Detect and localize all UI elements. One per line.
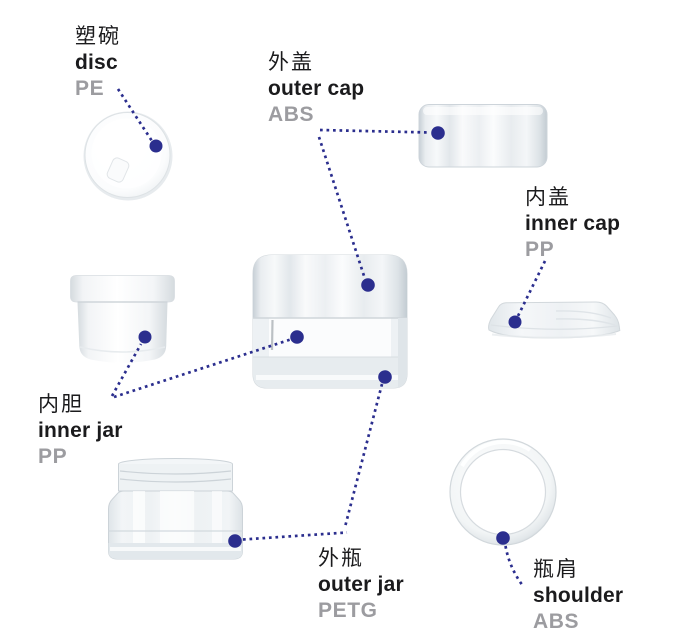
marker-dot-inner-jar-part [138, 330, 152, 344]
label-outer-jar-en: outer jar [318, 573, 404, 596]
connector-outer-jar-part [242, 531, 348, 541]
marker-dot-outer-cap-part [431, 126, 445, 140]
label-inner-jar-zh: 内胆 [38, 393, 84, 416]
label-outer-cap: 外盖 outer cap ABS [268, 50, 364, 128]
marker-dot-shoulder [496, 531, 510, 545]
disc-tab [106, 157, 130, 183]
label-disc-material: PE [75, 77, 105, 100]
marker-dot-disc [149, 139, 163, 153]
assembled-jar-image [252, 254, 408, 389]
marker-dot-outer-cap-jar [361, 278, 375, 292]
outer-jar-image [108, 458, 243, 560]
marker-dot-outer-jar-part [228, 534, 242, 548]
label-shoulder: 瓶肩 shoulder ABS [533, 557, 623, 633]
label-inner-cap: 内盖 inner cap PP [525, 185, 620, 263]
connector-shoulder [504, 545, 525, 587]
label-inner-cap-en: inner cap [525, 212, 621, 235]
label-outer-cap-material: ABS [268, 103, 315, 126]
connector-lines [110, 88, 547, 587]
inner-jar-image [70, 275, 175, 363]
label-inner-jar-en: inner jar [38, 419, 123, 442]
label-disc-en: disc [75, 51, 118, 74]
label-inner-cap-material: PP [525, 238, 555, 261]
outer-cap-image [418, 104, 548, 168]
label-inner-cap-zh: 内盖 [525, 186, 571, 209]
label-disc: 塑碗 disc PE [75, 24, 121, 102]
label-inner-jar: 内胆 inner jar PP [38, 392, 123, 470]
inner-cap-image [488, 301, 621, 339]
label-outer-cap-zh: 外盖 [268, 51, 314, 74]
marker-dots [138, 126, 522, 548]
marker-dot-inner-cap [508, 315, 522, 329]
shoulder-image [449, 438, 557, 546]
label-outer-jar-material: PETG [318, 599, 378, 622]
label-outer-jar-zh: 外瓶 [318, 547, 364, 570]
connector-outer-jar-jar [343, 383, 384, 528]
label-shoulder-zh: 瓶肩 [533, 558, 579, 581]
marker-dot-outer-jar-jar [378, 370, 392, 384]
label-inner-jar-material: PP [38, 445, 68, 468]
label-shoulder-en: shoulder [533, 584, 624, 607]
label-outer-cap-en: outer cap [268, 77, 365, 100]
marker-dot-inner-jar-jar [290, 330, 304, 344]
connector-inner-jar-jar [113, 337, 293, 399]
disc-image [83, 111, 173, 201]
label-outer-jar: 外瓶 outer jar PETG [318, 546, 404, 624]
connector-outer-cap-part [319, 128, 431, 134]
label-shoulder-material: ABS [533, 610, 580, 633]
connector-outer-cap-jar [317, 136, 367, 280]
label-disc-zh: 塑碗 [75, 25, 121, 48]
